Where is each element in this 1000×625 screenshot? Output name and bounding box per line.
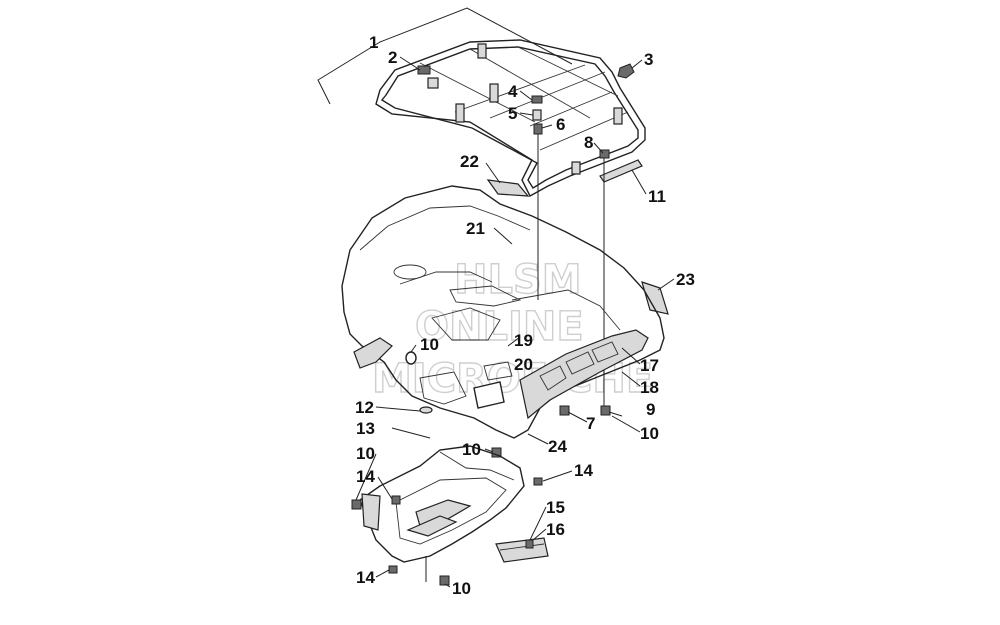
callout-2: 2 — [388, 48, 397, 67]
clip-part-2b — [427, 77, 439, 89]
callout-23: 23 — [676, 270, 695, 289]
watermark-line-1: HLSM — [454, 257, 582, 303]
callout-6: 6 — [556, 115, 565, 134]
callout-4: 4 — [508, 82, 518, 101]
callout-5: 5 — [508, 104, 517, 123]
callout-20: 20 — [514, 355, 533, 374]
callout-16: 16 — [546, 520, 565, 539]
decal-part-22 — [486, 179, 530, 197]
grommet-part-12 — [419, 406, 433, 414]
callout-19: 19 — [514, 331, 533, 350]
callouts: 1 2 3 4 5 6 8 11 22 21 23 10 19 20 17 18… — [355, 33, 695, 598]
nut-part-3 — [617, 63, 635, 79]
callout-15: 15 — [546, 498, 565, 517]
clip-part-2 — [417, 65, 431, 75]
pushpin-part-9 — [600, 405, 611, 416]
callout-14-b: 14 — [574, 461, 593, 480]
watermark-line-2: ONLINE — [415, 304, 584, 350]
callout-14-c: 14 — [356, 568, 375, 587]
pushpin-part-10-c — [351, 499, 362, 510]
callout-3: 3 — [644, 50, 653, 69]
rear-fender — [341, 185, 665, 439]
callout-17: 17 — [640, 356, 659, 375]
rivet-part-7 — [559, 405, 570, 416]
callout-7: 7 — [586, 414, 595, 433]
callout-14-a: 14 — [356, 467, 375, 486]
callout-18: 18 — [640, 378, 659, 397]
callout-10-a: 10 — [420, 335, 439, 354]
rear-rack — [375, 39, 646, 197]
callout-1: 1 — [369, 33, 378, 52]
floorboard-fasteners — [351, 477, 543, 586]
screw-part-16 — [525, 539, 534, 549]
callout-9: 9 — [646, 400, 655, 419]
callout-10-d: 10 — [356, 444, 375, 463]
leader-lines — [355, 56, 675, 588]
rack-bracket — [317, 7, 573, 105]
pushpin-part-10-b — [491, 447, 502, 458]
screw-part-14-a — [391, 495, 401, 505]
callout-22: 22 — [460, 152, 479, 171]
callout-10-c: 10 — [462, 440, 481, 459]
callout-10-b: 10 — [640, 424, 659, 443]
pushpin-part-10-d — [439, 575, 450, 586]
pushpin-part-10-a — [405, 351, 417, 365]
callout-11: 11 — [648, 187, 666, 206]
callout-21: 21 — [466, 219, 485, 238]
callout-12: 12 — [355, 398, 374, 417]
callout-13: 13 — [356, 419, 375, 438]
decal-part-23 — [641, 281, 669, 315]
callout-8: 8 — [584, 133, 593, 152]
screw-part-14-b — [533, 477, 543, 486]
bolt-part-4 — [531, 95, 543, 104]
watermark: HLSM ONLINE MICROFICHE — [371, 256, 654, 402]
callout-24: 24 — [548, 437, 567, 456]
splash-guard-part-15 — [495, 537, 549, 563]
nut-part-6 — [533, 123, 543, 135]
washer-part-5 — [532, 109, 542, 121]
screw-part-14-c — [388, 565, 398, 574]
callout-10-e: 10 — [452, 579, 471, 598]
fender-fasteners — [405, 351, 611, 458]
floorboard — [359, 445, 525, 582]
